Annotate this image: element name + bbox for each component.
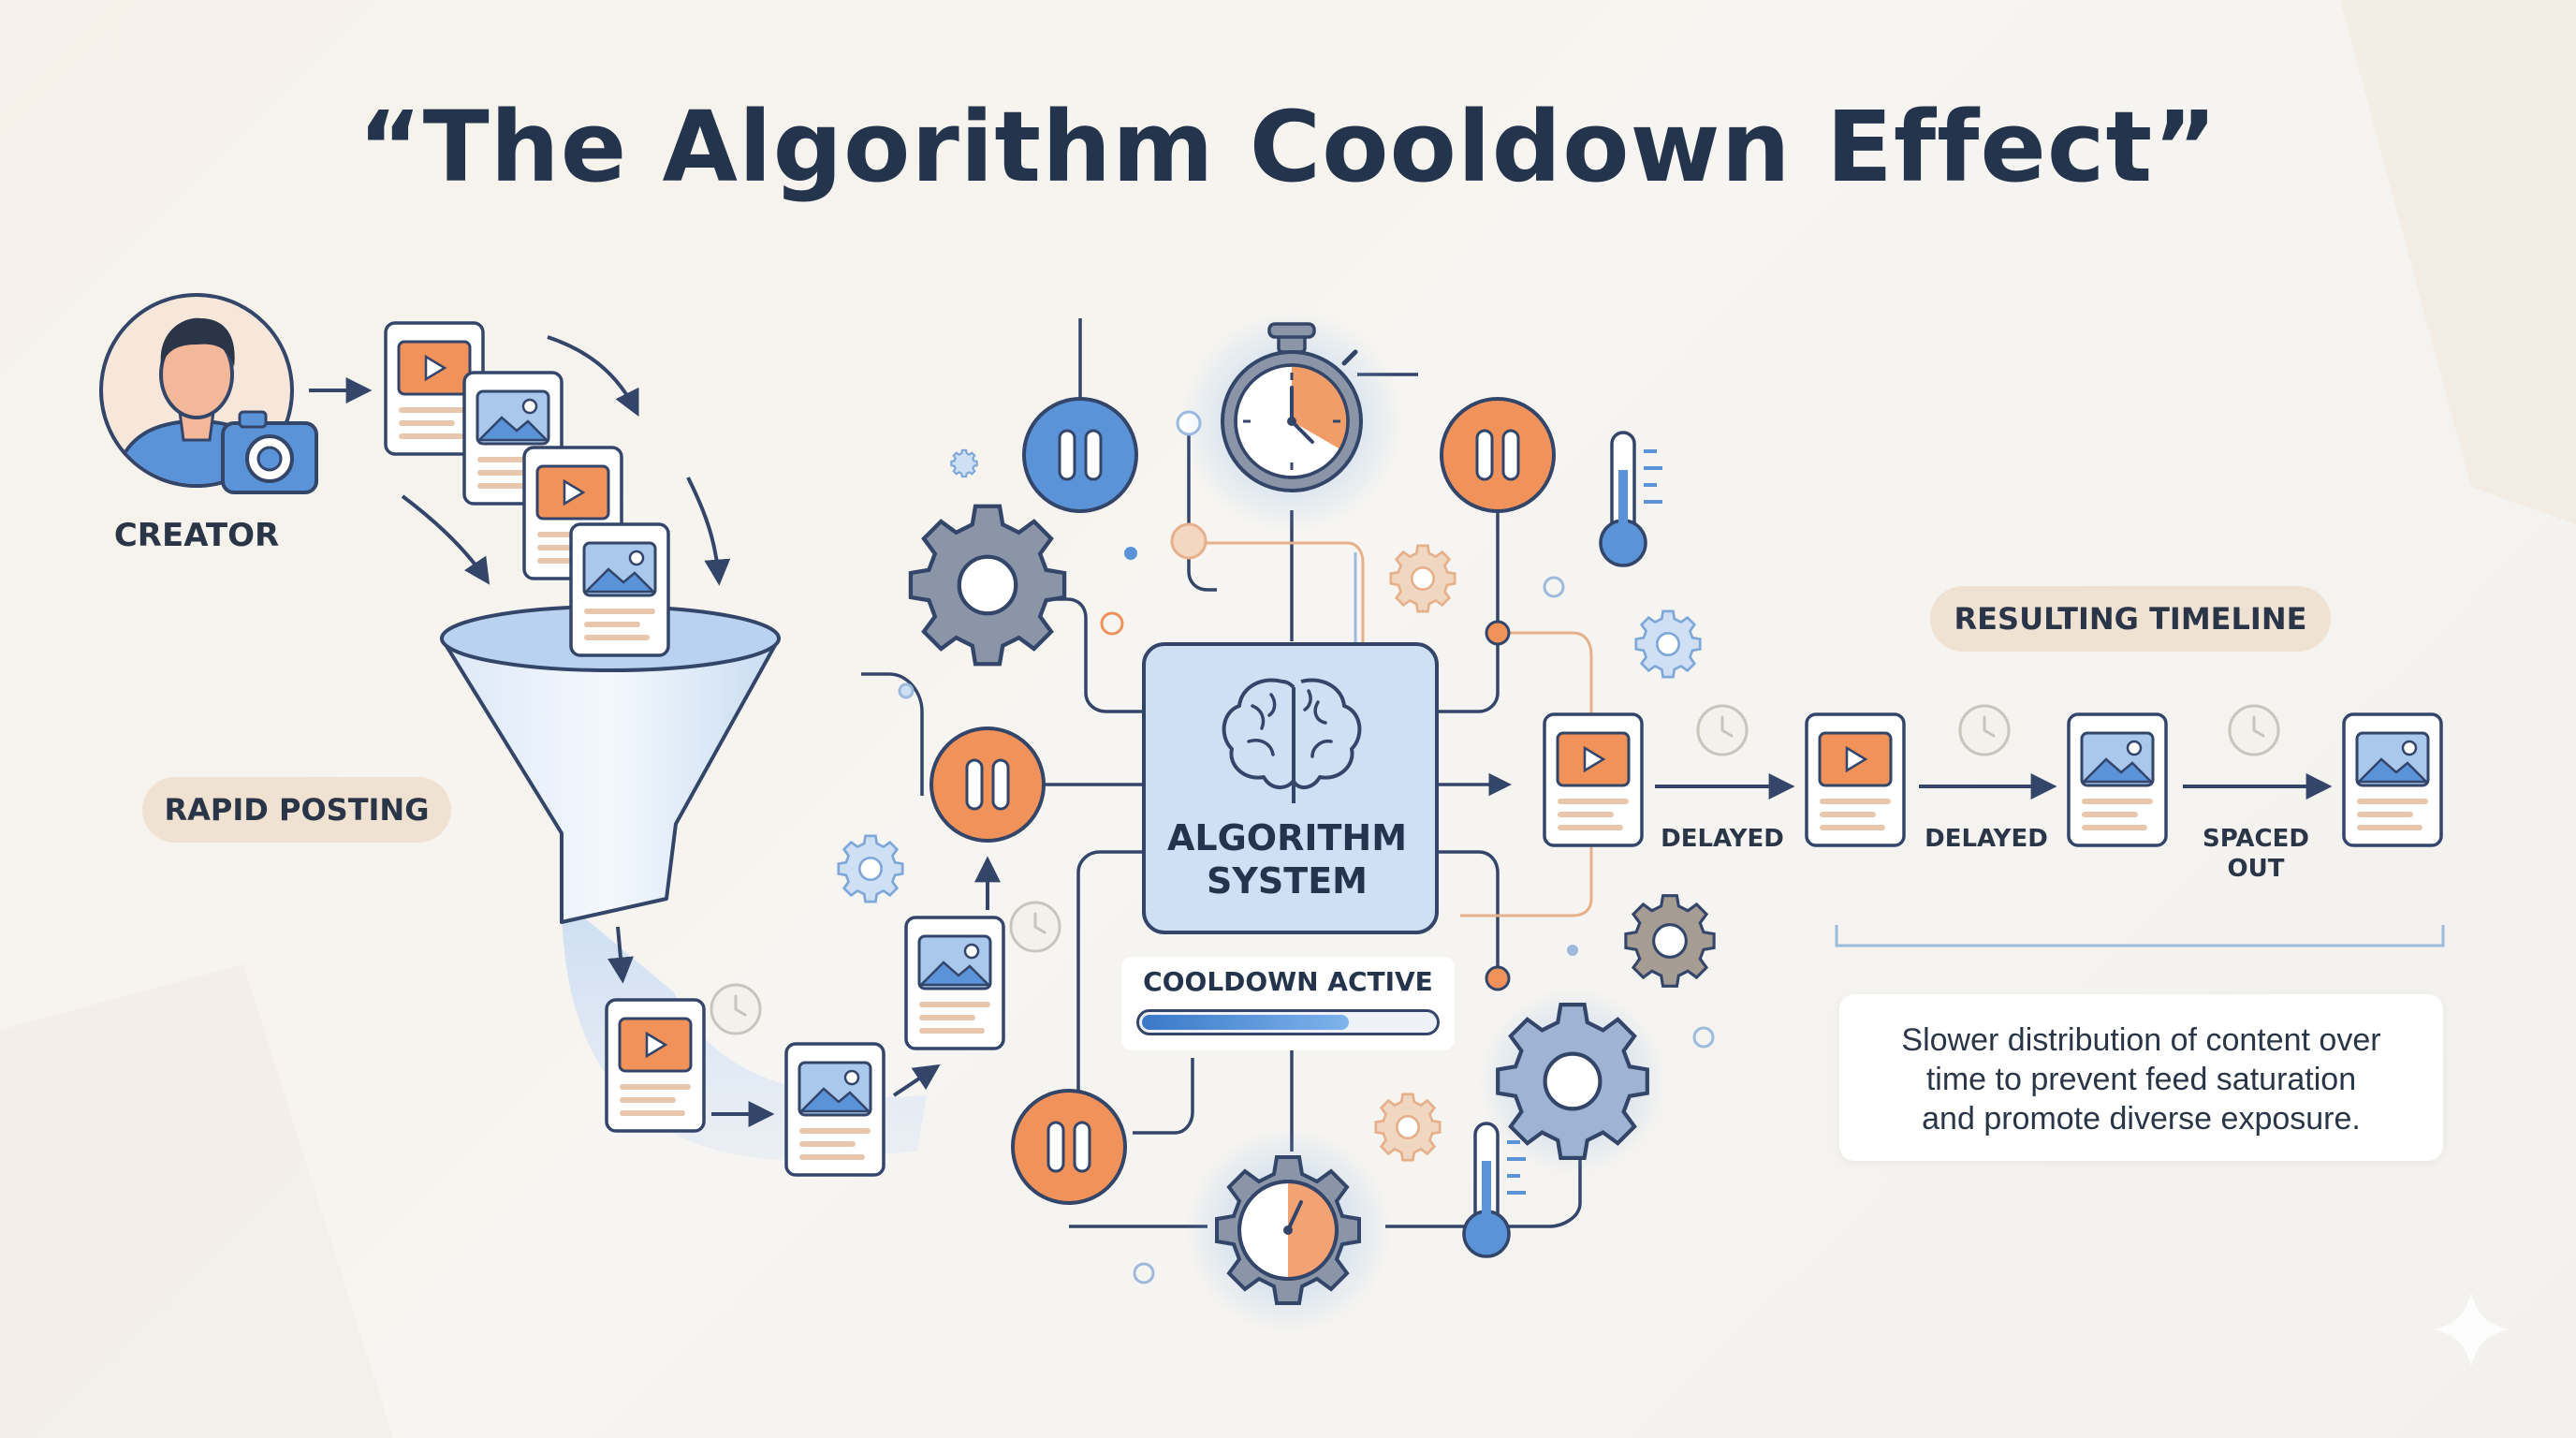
cooldown-label: COOLDOWN ACTIVE [1143,966,1433,997]
clock-icon [1009,901,1061,953]
gear-icon [1374,1093,1442,1162]
timer-gear-icon [1185,1127,1391,1333]
image-card [904,916,1005,1050]
algorithm-system-label: ALGORITHM SYSTEM [1142,816,1432,902]
connector-node [1485,965,1511,991]
bg-shape [0,964,393,1438]
gear-icon [1624,894,1716,988]
clock-icon [2228,704,2280,756]
algorithm-label-line2: SYSTEM [1207,860,1368,902]
creator-label: CREATOR [113,517,280,554]
timeline-card-image [2067,712,2168,847]
bg-shape [2340,0,2576,524]
connector-node [1170,522,1208,560]
thermometer-icon [1462,1122,1528,1258]
gear-icon [1389,544,1456,613]
image-card [784,1042,886,1177]
connector-node [1100,611,1124,636]
arrow [892,1064,941,1097]
connector-node [1692,1026,1715,1049]
timeline-bracket [1835,925,2445,947]
pause-icon [1438,395,1558,515]
arrow [686,477,731,586]
timeline-title-badge: RESULTING TIMELINE [1930,586,2331,652]
timeline-label-text: DELAYED [1925,825,2048,853]
timeline-label-text: SPACED [2203,825,2309,853]
algorithm-label-line1: ALGORITHM [1166,817,1408,858]
page-title: “The Algorithm Cooldown Effect” [358,90,2218,204]
gear-icon [911,506,1064,664]
pause-icon [1022,397,1138,513]
cooldown-progress-bar [1136,1009,1440,1035]
timeline-label-delayed: DELAYED [1911,824,2061,854]
algorithm-box [1142,642,1439,934]
stopwatch-icon [1179,309,1404,534]
pause-icon [928,725,1047,844]
connector-node [1543,576,1565,598]
clock-icon [710,983,762,1035]
timeline-label-text: OUT [2227,855,2285,883]
timeline-card-image [2342,712,2443,847]
connector-node [1485,620,1511,646]
timeline-card-video [1543,712,1644,847]
connector-node [1133,1262,1155,1284]
gear-icon [1634,609,1702,679]
clock-icon [1696,704,1749,756]
image-card [569,522,670,657]
timeline-label-text: DELAYED [1661,825,1784,853]
timeline-label-delayed: DELAYED [1647,824,1797,854]
note-line: and promote diverse exposure. [1922,1101,2361,1137]
connector-node [898,682,915,699]
video-card [605,998,706,1133]
gear-icon [837,834,904,903]
description-note: Slower distribution of content over time… [1839,994,2443,1161]
camera-icon [221,410,318,494]
timeline-card-video [1805,712,1906,847]
note-line: Slower distribution of content over [1901,1022,2381,1058]
thermometer-icon [1599,431,1664,567]
rapid-posting-badge: RAPID POSTING [142,777,451,843]
connector-node [1567,945,1578,956]
sparkle-icon [2434,1292,2509,1367]
pause-icon [1009,1087,1129,1207]
cooldown-progress-fill [1142,1015,1349,1030]
arrow [607,926,634,984]
gear-icon [950,448,978,478]
cooldown-status: COOLDOWN ACTIVE [1121,957,1455,1050]
connector-node [1124,547,1137,560]
clock-icon [1958,704,2011,756]
arrow [401,494,490,585]
gear-icon [1479,988,1666,1175]
arrow [547,335,639,418]
brain-icon [1222,678,1362,803]
note-line: time to prevent feed saturation [1925,1062,2357,1097]
timeline-label-spaced-out: SPACED OUT [2181,824,2331,884]
